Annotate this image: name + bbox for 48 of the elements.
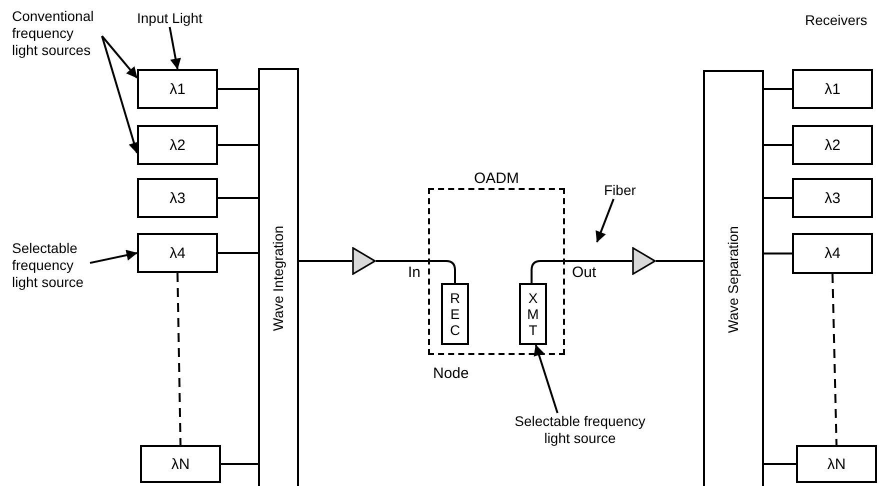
callout-text: Input Light — [137, 10, 202, 27]
receiver-box: λ3 — [792, 178, 873, 218]
leader-arrow — [534, 344, 558, 414]
connector-line — [656, 260, 703, 262]
callout-text: Fiber — [604, 182, 636, 199]
light-source-box: λ4 — [137, 233, 218, 273]
node-caption: Node — [433, 365, 469, 382]
wave-separation-block: Wave Separation — [703, 70, 764, 486]
dashed-line — [832, 274, 838, 446]
arrow — [168, 26, 181, 70]
light-source-box: λ3 — [137, 178, 218, 218]
connector-line — [764, 88, 792, 90]
dashed-line — [176, 272, 182, 446]
edge-label: Out — [572, 264, 596, 281]
callout-text: Selectable frequency light source — [12, 240, 90, 291]
leader-arrow — [101, 36, 140, 154]
connector-line — [764, 463, 796, 465]
receiver-box: λ4 — [792, 233, 873, 274]
amplifier-triangle — [352, 247, 376, 275]
receiver-box: λN — [796, 445, 877, 483]
receiver-box: λ2 — [792, 125, 873, 165]
connector-line — [218, 197, 258, 199]
amplifier-triangle — [632, 247, 656, 275]
connector-line — [764, 252, 792, 254]
leader-arrow — [90, 250, 138, 264]
light-source-box: λ1 — [137, 69, 218, 109]
connector-line — [376, 260, 456, 283]
wave-integration-block: Wave Integration — [258, 68, 299, 486]
receiver-box: REC — [441, 283, 469, 345]
light-source-box: λ2 — [137, 125, 218, 165]
heading-label: Receivers — [805, 12, 868, 29]
callout-text: Selectable frequency light source — [505, 413, 655, 447]
connector-line — [218, 252, 258, 254]
leader-arrow — [101, 35, 138, 78]
edge-label: In — [408, 264, 421, 281]
transmitter-box: XMT — [519, 283, 547, 345]
connector-line — [221, 463, 258, 465]
connector-line — [530, 260, 632, 283]
connector-line — [299, 260, 352, 262]
receiver-box: λ1 — [792, 69, 873, 109]
callout-text: Conventional frequency light sources — [12, 8, 102, 59]
connector-line — [764, 197, 792, 199]
group-title: OADM — [474, 170, 519, 187]
light-source-box: λN — [140, 445, 221, 483]
leader-arrow — [596, 198, 614, 243]
connector-line — [218, 88, 258, 90]
connector-line — [218, 144, 258, 146]
connector-line — [764, 144, 792, 146]
